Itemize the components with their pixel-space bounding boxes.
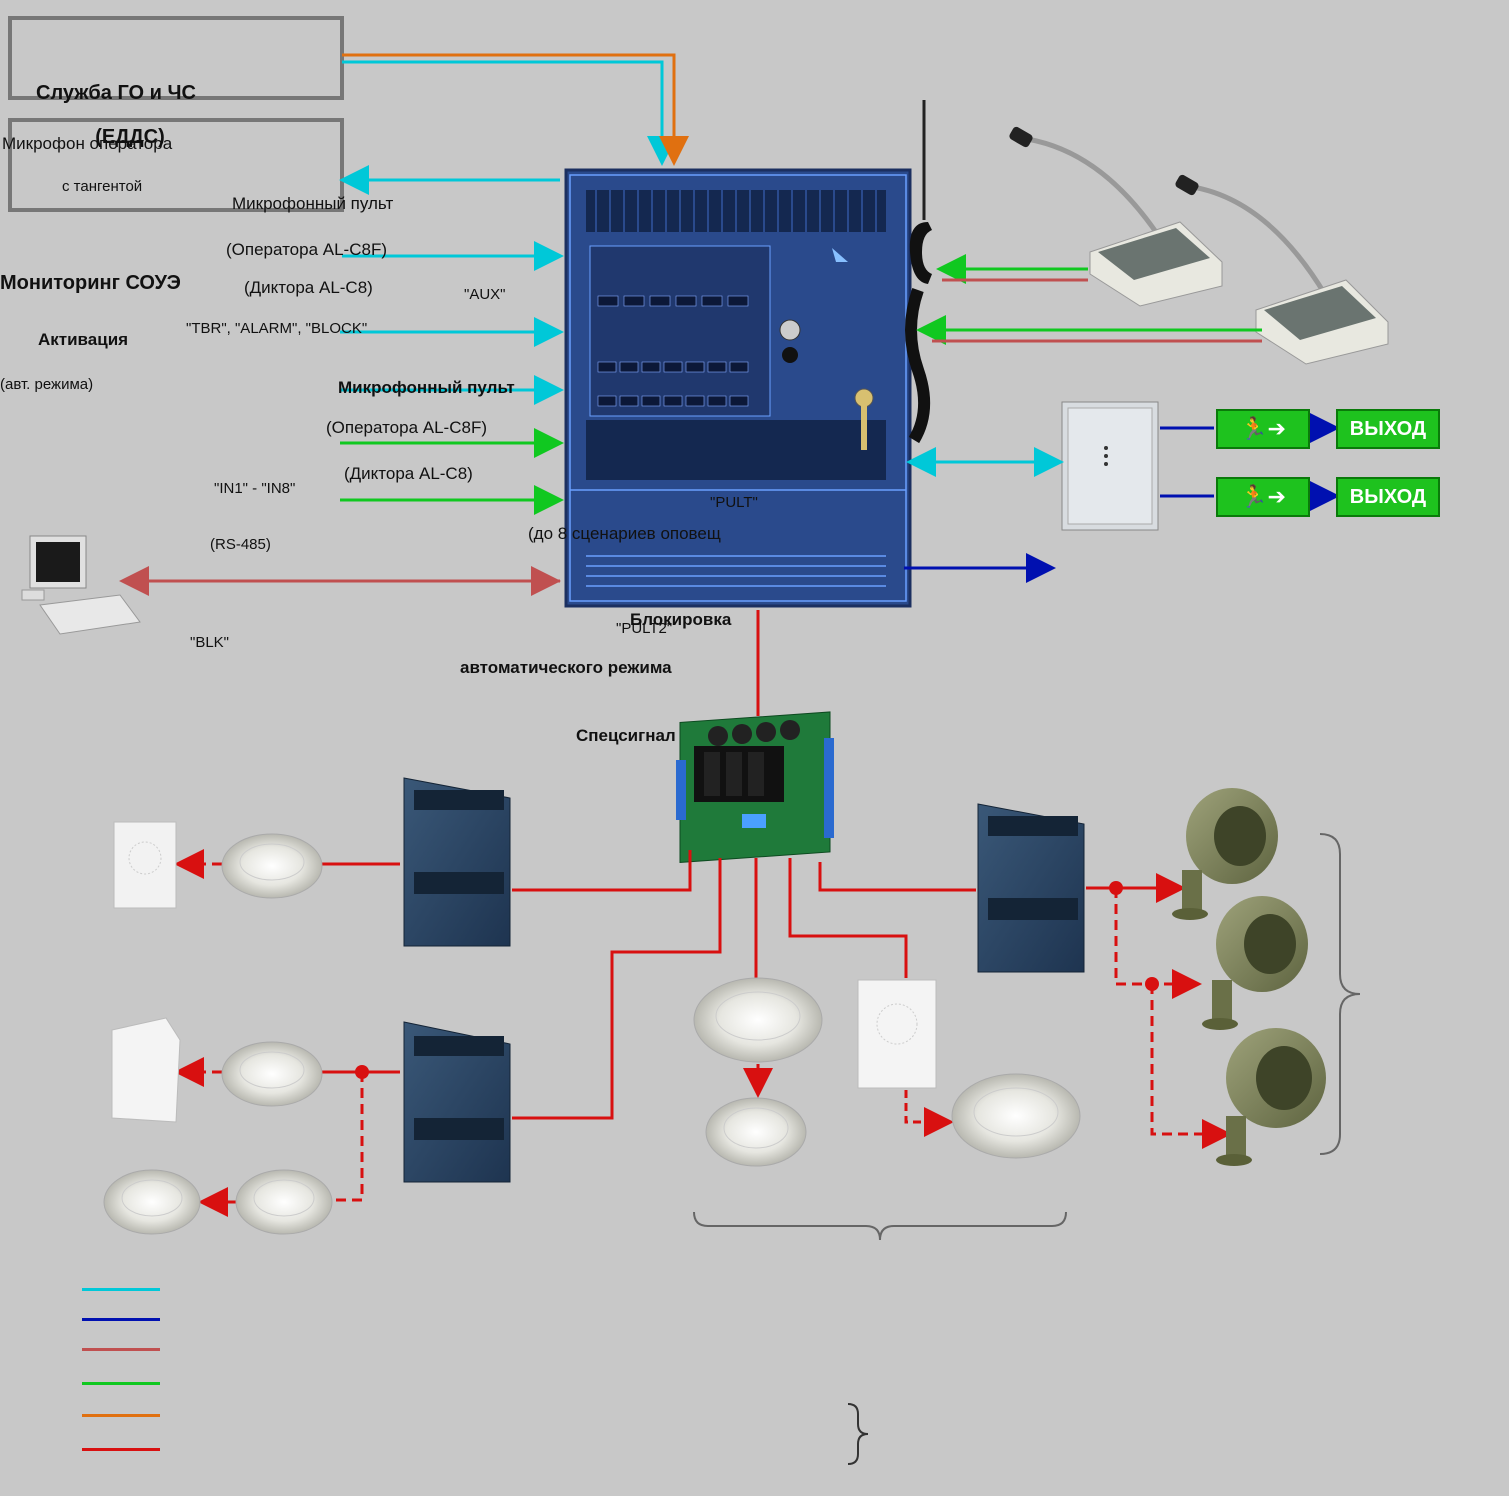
exit-pictogram-1: 🏃➔: [1216, 409, 1310, 449]
handset: [909, 222, 932, 284]
amp-cabinet-3: [977, 803, 1085, 973]
legend-swatch: [82, 1447, 160, 1451]
dictor-c8-2-label: (Диктора AL-C8): [344, 464, 473, 483]
link-board-amp2: [512, 858, 722, 1120]
legend-item: [82, 1278, 170, 1300]
link-amp2-down: [334, 1072, 364, 1202]
link-board-amp3: [818, 862, 976, 892]
pc-icon: [21, 535, 141, 635]
exit-sign-1: ВЫХОД: [1336, 409, 1440, 449]
mic-console-2: [1175, 174, 1389, 365]
tbr-alarm-block-label: "TBR", "ALARM", "BLOCK": [186, 320, 368, 337]
amp-cabinet-1: [403, 777, 511, 947]
central-unit: [564, 168, 912, 608]
mic-panel1-label: Микрофонный пульт: [232, 194, 394, 213]
legend-item: [82, 1372, 170, 1394]
scenario-label: (до 8 сценариев оповещ: [528, 524, 721, 543]
exit-sign-2: ВЫХОД: [1336, 477, 1440, 517]
legend-item: [82, 1308, 170, 1330]
in1-in8-label: "IN1" - "IN8": [214, 480, 296, 497]
special-signal-label: Спецсигнал: [576, 726, 676, 745]
rs485-label: (RS-485): [210, 536, 271, 553]
pult2-label: "PULT2": [616, 620, 673, 637]
legend-item: [82, 1404, 170, 1426]
link-wall3-spk7: [904, 1090, 954, 1137]
activation-label: Активация: [38, 330, 129, 349]
ceiling-speaker-1: [221, 833, 323, 899]
operator-c8f-1-label: (Оператора AL-C8F): [226, 240, 387, 259]
link-board-wallspk: [788, 858, 908, 978]
legend-swatch: [82, 1347, 160, 1351]
mic-panel2-label: Микрофонный пульт: [338, 378, 515, 397]
monitoring-label: Мониторинг СОУЭ: [0, 272, 181, 294]
ceiling-speaker-4: [103, 1169, 201, 1235]
ceiling-speaker-6: [705, 1097, 807, 1167]
go-chs-label: Служба ГО и ЧС: [36, 82, 196, 104]
wall-speaker-1: [113, 821, 177, 909]
mic-console-1: [1009, 126, 1223, 307]
running-man-icon: 🏃➔: [1240, 416, 1286, 441]
legend-swatch: [82, 1381, 160, 1385]
dictor-c8-1-label: (Диктора AL-C8): [244, 278, 373, 297]
link-go-chs-orange: [342, 53, 689, 166]
horn-speaker-3: [1216, 1028, 1326, 1166]
pult1-label: "PULT": [710, 494, 758, 511]
eds-label: (ЕДДС): [95, 126, 165, 148]
horn-speaker-1: [1172, 788, 1278, 920]
mic-operator-label: Микрофон оператора: [2, 134, 173, 153]
exit-controller: [1061, 401, 1159, 531]
ceiling-speaker-3: [235, 1169, 333, 1235]
mic-tangent-label: с тангентой: [62, 178, 143, 195]
go-chs-box: [8, 16, 344, 100]
link-amp3-horn3: [1150, 984, 1232, 1149]
legend-swatch: [82, 1287, 160, 1291]
operator-c8f-2-label: (Оператора AL-C8F): [326, 418, 487, 437]
link-board-amp1: [512, 850, 692, 892]
legend-swatch: [82, 1317, 160, 1321]
legend-item: [82, 1438, 170, 1460]
ceiling-speaker-7: [951, 1073, 1081, 1159]
avt-mode-label: (авт. режима): [0, 376, 94, 393]
blocking-label: Блокировка: [630, 610, 732, 629]
exit-pictogram-2: 🏃➔: [1216, 477, 1310, 517]
ceiling-speaker-2: [221, 1041, 323, 1107]
amplifier-board: [676, 711, 834, 863]
legend-item: [82, 1338, 170, 1360]
wall-speaker-2: [111, 1017, 181, 1123]
ceiling-speaker-5: [693, 977, 823, 1063]
wall-speaker-3: [857, 979, 937, 1089]
aux-label: "AUX": [464, 286, 506, 303]
legend-brace: [847, 1403, 869, 1465]
blk-label: "BLK": [190, 634, 230, 651]
handset-cord: [905, 288, 931, 444]
link-go-chs-cyan: [342, 60, 677, 166]
legend-swatch: [82, 1413, 160, 1417]
horn-speaker-2: [1202, 896, 1308, 1030]
running-man-icon: 🏃➔: [1240, 484, 1286, 509]
brace-horns: [1319, 833, 1361, 1155]
link-amp3-down: [1114, 888, 1202, 999]
amp-cabinet-2: [403, 1021, 511, 1183]
brace-centre: [693, 1211, 1067, 1241]
auto-mode-label: автоматического режима: [460, 658, 672, 677]
